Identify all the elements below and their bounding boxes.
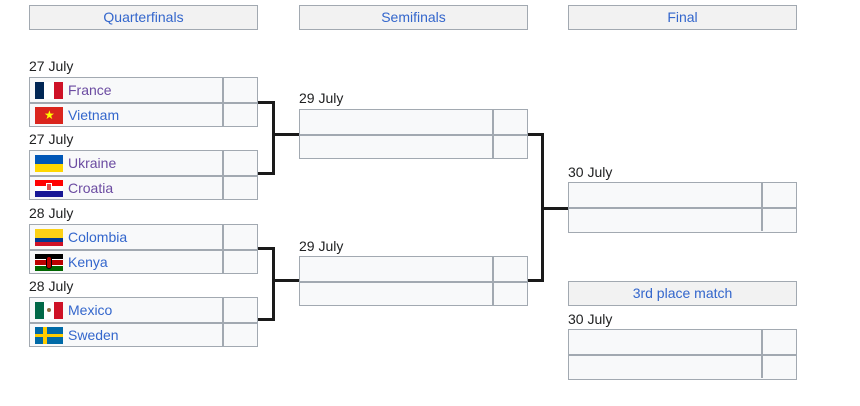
match-date: 28 July (29, 278, 74, 294)
score-cell (222, 324, 257, 346)
team-link-france[interactable]: France (68, 82, 112, 98)
team-link-mexico[interactable]: Mexico (68, 302, 113, 318)
match-date: 27 July (29, 58, 74, 74)
team-row (569, 183, 796, 207)
quarterfinal-match-4: Mexico Sweden (29, 297, 258, 347)
colombia-flag-icon (35, 228, 63, 246)
match-date: 27 July (29, 131, 74, 147)
quarterfinal-match-1: France ★ Vietnam (29, 77, 258, 127)
team-row (569, 330, 796, 354)
team-link-ukraine[interactable]: Ukraine (68, 155, 117, 171)
bracket-line (541, 207, 568, 210)
team-row: Ukraine (30, 151, 257, 175)
team-row: Kenya (30, 249, 257, 273)
score-cell (222, 104, 257, 126)
score-cell (222, 151, 257, 175)
team-link-kenya[interactable]: Kenya (68, 254, 108, 270)
bracket-line (258, 101, 275, 104)
match-date: 28 July (29, 205, 74, 221)
score-cell (492, 110, 527, 134)
score-cell (222, 298, 257, 322)
quarterfinal-match-2: Ukraine Croatia (29, 150, 258, 200)
match-date: 29 July (299, 238, 344, 254)
team-link-vietnam[interactable]: Vietnam (68, 107, 120, 123)
team-row (569, 354, 796, 378)
score-cell (492, 257, 527, 281)
round-header-final: Final (568, 5, 797, 30)
bracket-line (528, 133, 544, 136)
third-place-match (568, 329, 797, 380)
team-link-colombia[interactable]: Colombia (68, 229, 128, 245)
team-link-croatia[interactable]: Croatia (68, 180, 114, 196)
kenya-flag-icon (35, 253, 63, 271)
score-cell (761, 209, 796, 231)
score-cell (222, 78, 257, 102)
bracket-line (528, 279, 544, 282)
score-cell (492, 283, 527, 305)
round-header-third-place: 3rd place match (568, 281, 797, 306)
team-row (300, 110, 527, 134)
match-date: 29 July (299, 90, 344, 106)
bracket-line (272, 247, 275, 321)
team-row (300, 281, 527, 305)
team-row: ★ Vietnam (30, 102, 257, 126)
score-cell (761, 183, 796, 207)
mexico-flag-icon (35, 301, 63, 319)
team-row: Croatia (30, 175, 257, 199)
bracket-line (272, 101, 275, 175)
bracket-line (258, 247, 275, 250)
semifinal-match-1 (299, 109, 528, 159)
round-header-semifinals: Semifinals (299, 5, 528, 30)
match-date: 30 July (568, 311, 613, 327)
team-row: Mexico (30, 298, 257, 322)
team-link-sweden[interactable]: Sweden (68, 327, 119, 343)
vietnam-flag-icon: ★ (35, 106, 63, 124)
team-row: Colombia (30, 225, 257, 249)
semifinal-match-2 (299, 256, 528, 306)
bracket-line (258, 172, 275, 175)
team-row (300, 257, 527, 281)
score-cell (222, 177, 257, 199)
score-cell (761, 330, 796, 354)
bracket-line (272, 133, 299, 136)
score-cell (222, 225, 257, 249)
score-cell (222, 251, 257, 273)
ukraine-flag-icon (35, 154, 63, 172)
match-date: 30 July (568, 164, 613, 180)
quarterfinal-match-3: Colombia Kenya (29, 224, 258, 274)
bracket-line (272, 279, 299, 282)
bracket-line (258, 318, 275, 321)
france-flag-icon (35, 81, 63, 99)
team-row (569, 207, 796, 231)
sweden-flag-icon (35, 326, 63, 344)
team-row (300, 134, 527, 158)
team-row: Sweden (30, 322, 257, 346)
score-cell (492, 136, 527, 158)
score-cell (761, 356, 796, 378)
croatia-flag-icon (35, 179, 63, 197)
round-header-quarterfinals: Quarterfinals (29, 5, 258, 30)
final-match (568, 182, 797, 233)
team-row: France (30, 78, 257, 102)
